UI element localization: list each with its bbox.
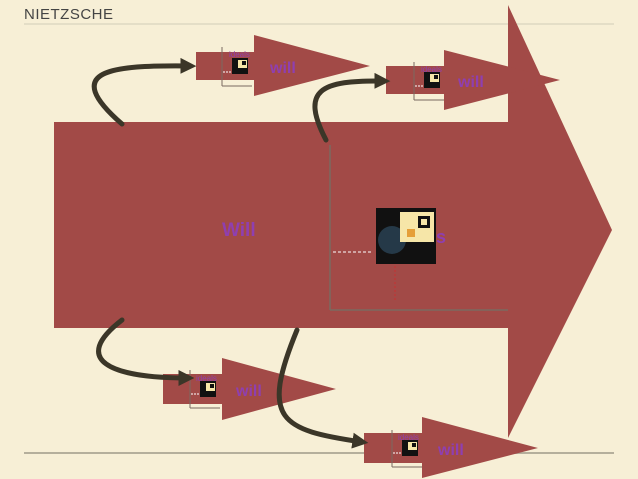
small-arrow-3-ideals-label: ideals: [196, 374, 217, 383]
connector-curve-top-left: [91, 57, 197, 127]
big-will-arrow: [54, 5, 612, 438]
connector-curve-top-right: [312, 72, 391, 143]
small-arrow-1-will-label: will: [269, 60, 296, 77]
small-arrow-1-ideals-label: ideals: [229, 50, 250, 59]
ideals-thumbnail-4: [402, 440, 418, 456]
small-will-arrow-2: [386, 50, 560, 110]
ideals-thumbnail-1: [232, 58, 248, 74]
small-arrow-2-will-label: will: [457, 74, 484, 91]
small-arrow-4-will-label: will: [437, 442, 464, 459]
small-arrow-2-ideals-label: ideals: [421, 65, 442, 74]
ideals-thumbnail-2: [424, 72, 440, 88]
ideals-thumbnail-large: [376, 208, 436, 264]
small-will-arrow-3: [163, 358, 336, 420]
connector-curve-bottom-left: [96, 317, 195, 386]
big-ideals-letter: s: [436, 227, 446, 247]
small-will-arrow-1: [196, 35, 370, 96]
big-will-label: Will: [222, 220, 256, 241]
connector-curve-bottom-right: [276, 327, 369, 449]
slide-title: NIETZSCHE: [24, 6, 114, 23]
small-arrow-4-ideals-label: ideals: [398, 433, 419, 442]
small-will-arrow-4: [364, 417, 538, 478]
ideals-thumbnail-3: [200, 381, 216, 397]
small-arrow-3-will-label: will: [235, 383, 262, 400]
